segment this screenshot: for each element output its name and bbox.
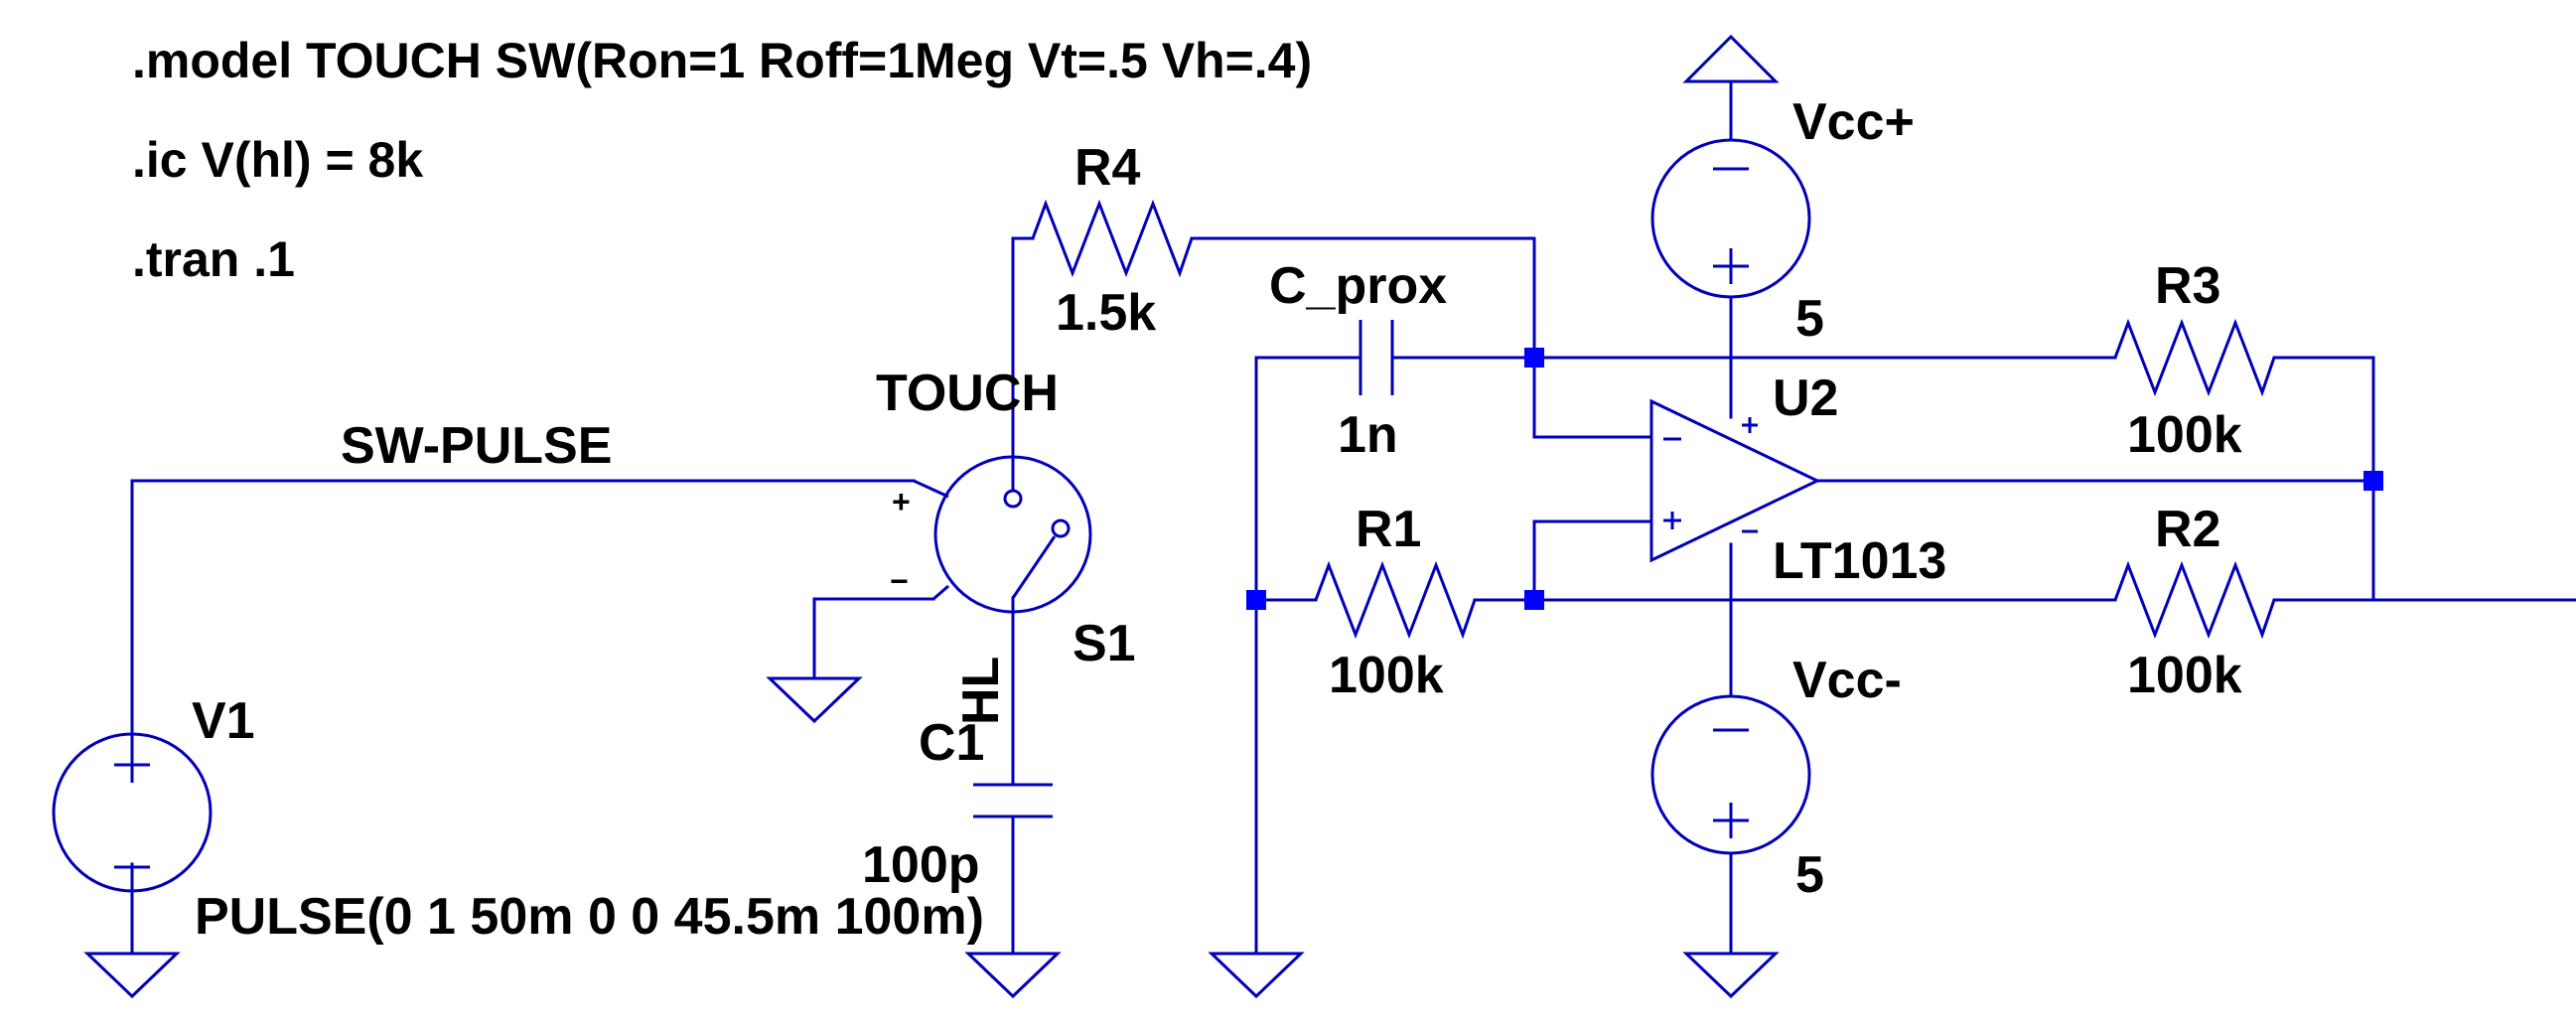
net-label-sw-pulse[interactable]: SW-PULSE	[341, 417, 612, 475]
c1-value[interactable]: 100p	[862, 836, 980, 894]
vcc-minus-source[interactable]	[1650, 694, 1811, 855]
junction-output[interactable]	[2363, 471, 2383, 491]
wire-sw-pulse[interactable]	[130, 479, 916, 762]
plus-icon	[1742, 417, 1758, 433]
r3-value[interactable]: 100k	[2127, 406, 2242, 464]
wire-r3-output[interactable]	[2272, 356, 2576, 602]
cprox-value[interactable]: 1n	[1338, 406, 1398, 464]
plus-icon	[1713, 803, 1749, 838]
r2-value[interactable]: 100k	[2127, 647, 2242, 704]
junction-top-rail[interactable]	[1524, 348, 1544, 368]
ground-icon[interactable]	[1682, 952, 1780, 999]
r4-value[interactable]: 1.5k	[1056, 284, 1156, 342]
ground-icon[interactable]	[83, 952, 181, 999]
wire-s1-control-ground[interactable]	[812, 597, 935, 680]
cprox-capacitor[interactable]	[1359, 320, 1394, 395]
wire-r4-left[interactable]	[1011, 236, 1035, 360]
u2-part[interactable]: LT1013	[1773, 532, 1946, 590]
v1-source[interactable]	[52, 732, 213, 893]
ground-icon[interactable]	[766, 676, 863, 724]
s1-switch[interactable]	[913, 358, 1092, 614]
junction-noninverting[interactable]	[1524, 590, 1544, 610]
r1-resistor[interactable]	[1314, 560, 1477, 640]
junction-r1-left[interactable]	[1246, 590, 1266, 610]
c1-capacitor[interactable]	[973, 783, 1053, 818]
r4-name: R4	[1074, 139, 1141, 197]
s1-model-label[interactable]: TOUCH	[876, 365, 1059, 422]
wire-r4-inverting[interactable]	[1190, 236, 1641, 439]
vcc-minus-value[interactable]: 5	[1795, 846, 1824, 904]
model-directive[interactable]: .model TOUCH SW(Ron=1 Roff=1Meg Vt=.5 Vh…	[132, 33, 1312, 88]
wire-cprox-left[interactable]	[1254, 356, 1362, 956]
ground-symbols	[83, 676, 1780, 999]
r4-resistor[interactable]	[1031, 199, 1194, 278]
plus-icon	[1663, 512, 1681, 529]
supply-arrow-icon[interactable]	[1682, 34, 1780, 83]
r2-name: R2	[2155, 501, 2220, 558]
v1-value[interactable]: PULSE(0 1 50m 0 0 45.5m 100m)	[195, 888, 984, 946]
s1-minus-sign: −	[890, 563, 909, 599]
u2-name: U2	[1773, 370, 1838, 427]
ic-directive[interactable]: .ic V(hl) = 8k	[132, 132, 423, 188]
r1-value[interactable]: 100k	[1329, 647, 1444, 704]
c1-name: C1	[919, 714, 984, 772]
vcc-plus-name: Vcc+	[1792, 93, 1915, 151]
s1-name: S1	[1073, 615, 1136, 672]
r2-resistor[interactable]	[2113, 560, 2276, 640]
plus-icon	[114, 747, 150, 783]
r1-name: R1	[1356, 501, 1421, 558]
vcc-minus-name: Vcc-	[1792, 652, 1902, 709]
cprox-name: C_prox	[1269, 257, 1447, 315]
r3-name: R3	[2155, 257, 2220, 315]
ground-icon[interactable]	[964, 952, 1062, 999]
v1-name: V1	[192, 692, 255, 750]
s1-plus-sign: +	[892, 484, 911, 519]
wires	[130, 79, 2576, 956]
vcc-plus-source[interactable]	[1650, 138, 1811, 299]
u2-opamp[interactable]	[1639, 398, 1821, 563]
wire-noninverting[interactable]	[1532, 519, 1641, 602]
net-label-hl[interactable]: HL	[952, 657, 1010, 725]
ground-icon[interactable]	[1208, 952, 1305, 999]
junctions	[1246, 348, 2383, 610]
r3-resistor[interactable]	[2113, 318, 2276, 397]
plus-icon	[1713, 248, 1749, 284]
tran-directive[interactable]: .tran .1	[132, 231, 295, 287]
vcc-plus-value[interactable]: 5	[1795, 290, 1824, 348]
